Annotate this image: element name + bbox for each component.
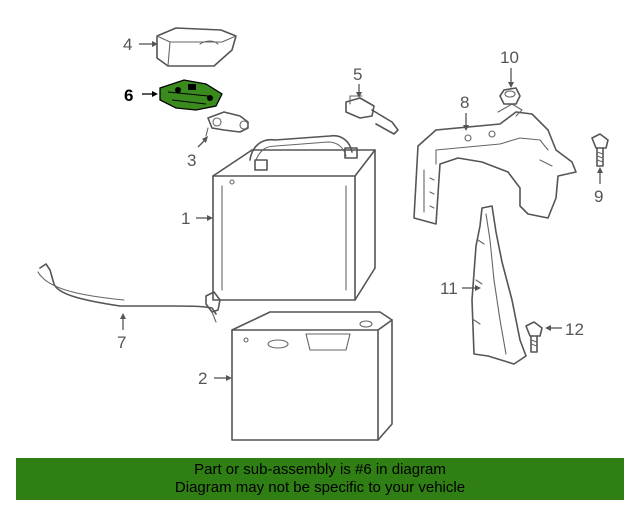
callout-12[interactable]: 12 xyxy=(565,320,584,339)
part-2-battery-tray[interactable] xyxy=(231,311,393,441)
banner-line-2: Diagram may not be specific to your vehi… xyxy=(174,479,466,496)
part-10-nut[interactable] xyxy=(499,87,521,105)
part-7-battery-cable[interactable] xyxy=(37,263,221,323)
banner-line-1: Part or sub-assembly is #6 in diagram xyxy=(194,461,446,478)
callout-10[interactable]: 10 xyxy=(500,48,519,67)
part-3-terminal-clamp[interactable] xyxy=(205,111,249,137)
part-info-banner: Part or sub-assembly is #6 in diagram Di… xyxy=(16,458,624,500)
parts-diagram: 4 6 3 1 5 xyxy=(37,27,609,441)
part-9-bolt[interactable] xyxy=(591,133,609,167)
part-12-bolt[interactable] xyxy=(525,321,543,353)
part-5-clip[interactable] xyxy=(345,95,399,135)
callout-6[interactable]: 6 xyxy=(124,86,133,105)
callout-7[interactable]: 7 xyxy=(117,333,126,352)
callout-11[interactable]: 11 xyxy=(440,279,458,298)
callout-2[interactable]: 2 xyxy=(198,369,207,388)
callout-1[interactable]: 1 xyxy=(181,209,190,228)
part-8-battery-bracket[interactable] xyxy=(413,103,577,225)
part-4-terminal-cover[interactable] xyxy=(156,27,237,67)
part-6-fusible-link[interactable] xyxy=(159,79,223,111)
callout-3[interactable]: 3 xyxy=(187,151,196,170)
part-1-battery[interactable] xyxy=(212,134,376,301)
callout-8[interactable]: 8 xyxy=(460,93,469,112)
callout-9[interactable]: 9 xyxy=(594,187,603,206)
callout-4[interactable]: 4 xyxy=(123,35,132,54)
callout-5[interactable]: 5 xyxy=(353,65,362,84)
part-11-support-bracket[interactable] xyxy=(471,205,527,365)
